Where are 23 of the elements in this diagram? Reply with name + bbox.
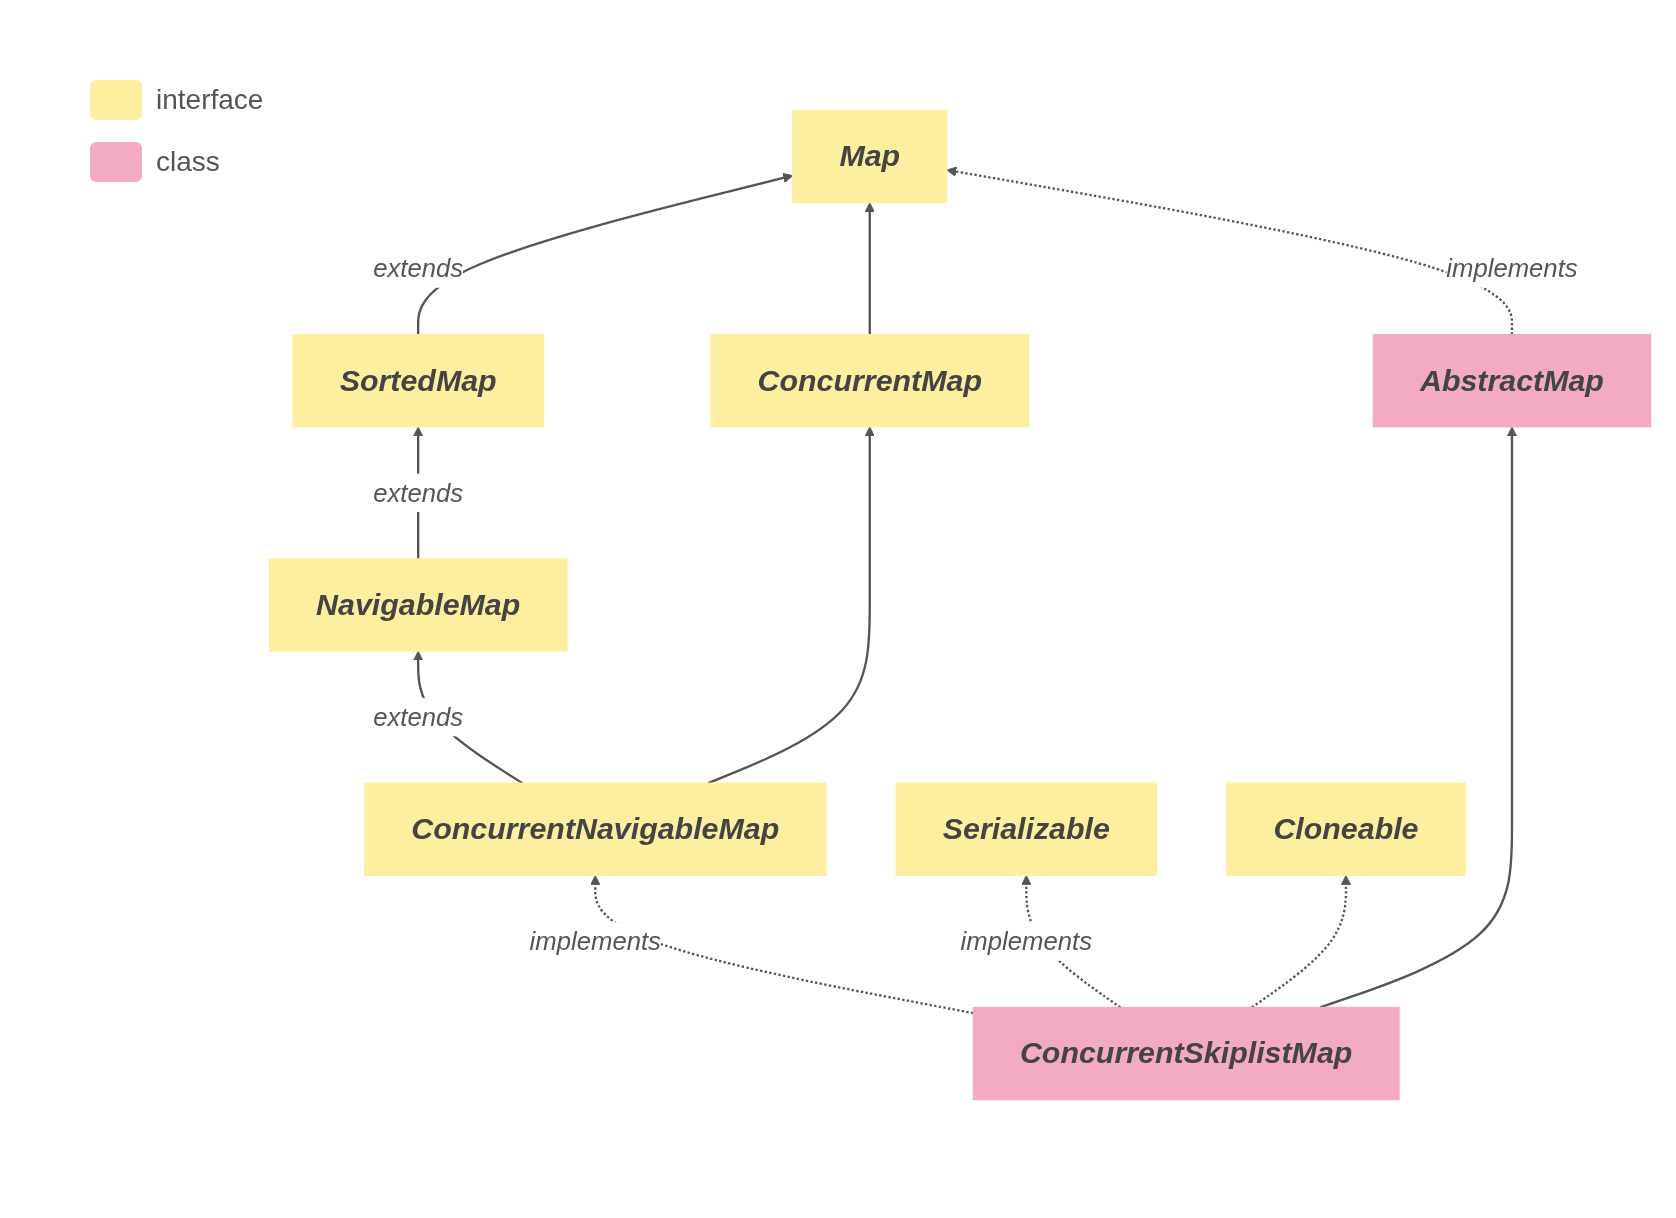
node-box: Serializable bbox=[895, 782, 1158, 876]
edge-label: extends bbox=[373, 254, 464, 284]
node-box: ConcurrentSkiplistMap bbox=[972, 1006, 1400, 1101]
edge-label: implements bbox=[529, 926, 661, 956]
node-box: Map bbox=[792, 109, 948, 204]
node-box: NavigableMap bbox=[268, 558, 568, 652]
edge-label: implements bbox=[1446, 254, 1578, 284]
edge-label: extends bbox=[373, 702, 464, 732]
edge-label: implements bbox=[960, 926, 1092, 956]
legend-label: interface bbox=[156, 84, 264, 116]
node-box: AbstractMap bbox=[1372, 334, 1652, 428]
node-box: SortedMap bbox=[292, 334, 544, 428]
arrow bbox=[590, 874, 974, 1015]
legend-label: class bbox=[156, 146, 220, 178]
arrow bbox=[864, 202, 875, 335]
arrow bbox=[1251, 874, 1352, 1009]
arrow bbox=[946, 166, 1514, 335]
node-box: ConcurrentNavigableMap bbox=[364, 782, 827, 876]
edge-label: extends bbox=[373, 478, 464, 508]
node-box: ConcurrentMap bbox=[710, 334, 1030, 428]
arrow bbox=[707, 426, 875, 785]
node-box: Cloneable bbox=[1226, 782, 1466, 876]
arrow bbox=[1319, 426, 1518, 1009]
